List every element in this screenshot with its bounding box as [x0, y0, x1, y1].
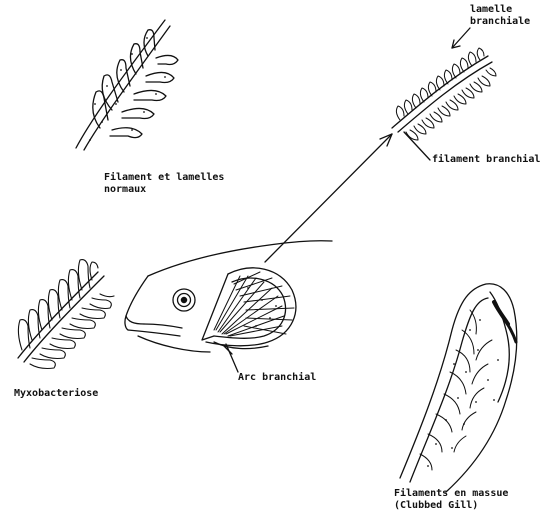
label-filament-branchial: filament branchial [432, 154, 540, 166]
label-filament-branchial-text: filament branchial [432, 154, 541, 165]
label-lamelle-line1: lamelle [470, 4, 513, 15]
branchial-filament-drawing [391, 27, 497, 161]
label-normal-filament-line2: normaux [104, 184, 147, 195]
label-clubbed-gill: Filaments en massue (Clubbed Gill) [394, 488, 508, 512]
clubbed-gill-drawing [399, 283, 518, 493]
pointer-arrow-to-filament [264, 133, 393, 263]
label-arc-branchial: Arc branchial [238, 372, 316, 384]
label-clubbed-gill-line1: Filaments en massue [394, 488, 509, 499]
gill-arch-drawing [201, 267, 297, 355]
normal-filament-drawing [75, 19, 179, 151]
myxobacteriosis-drawing [17, 259, 115, 370]
fish-head-drawing [124, 240, 333, 353]
label-normal-filament: Filament et lamelles normaux [104, 172, 224, 196]
label-myxobacteriose-text: Myxobacteriose [14, 388, 99, 399]
label-normal-filament-line1: Filament et lamelles [104, 172, 225, 183]
label-clubbed-gill-line2: (Clubbed Gill) [394, 500, 479, 511]
label-lamelle: lamelle branchiale [470, 4, 530, 28]
label-arc-branchial-text: Arc branchial [238, 372, 317, 383]
arc-pointer-line [225, 343, 239, 373]
label-myxobacteriose: Myxobacteriose [14, 388, 98, 400]
label-lamelle-line2: branchiale [470, 16, 531, 27]
